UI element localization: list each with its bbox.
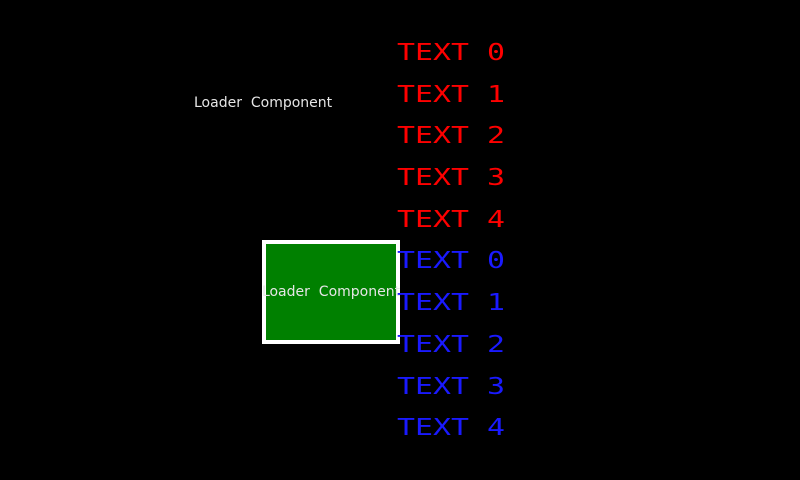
- loader-box-label: Loader Component: [261, 284, 401, 300]
- text-item: TEXT 0: [397, 33, 505, 75]
- text-item: TEXT 4: [397, 200, 505, 242]
- text-item-label: TEXT 4: [397, 415, 506, 442]
- text-item-label: TEXT 4: [397, 206, 506, 233]
- loader-component-label: Loader Component: [194, 95, 333, 111]
- text-item-label: TEXT 2: [397, 123, 506, 150]
- text-item: TEXT 3: [397, 367, 505, 409]
- text-item-label: TEXT 2: [397, 331, 506, 358]
- text-item: TEXT 0: [397, 241, 505, 283]
- text-item: TEXT 3: [397, 158, 505, 200]
- text-item-label: TEXT 1: [397, 81, 506, 108]
- text-item: TEXT 2: [397, 116, 505, 158]
- text-item-label: TEXT 1: [397, 290, 506, 317]
- text-item-label: TEXT 3: [397, 165, 506, 192]
- loader-component-box[interactable]: Loader Component: [262, 240, 400, 344]
- text-item: TEXT 1: [397, 283, 505, 325]
- text-item-label: TEXT 0: [397, 248, 506, 275]
- text-item: TEXT 2: [397, 325, 505, 367]
- text-list: TEXT 0 TEXT 1 TEXT 2 TEXT 3 TEXT 4 TEXT 0 TEXT…: [397, 33, 505, 450]
- text-item: TEXT 4: [397, 408, 505, 450]
- text-item: TEXT 1: [397, 75, 505, 117]
- text-item-label: TEXT 0: [397, 40, 506, 66]
- text-item-label: TEXT 3: [397, 373, 506, 400]
